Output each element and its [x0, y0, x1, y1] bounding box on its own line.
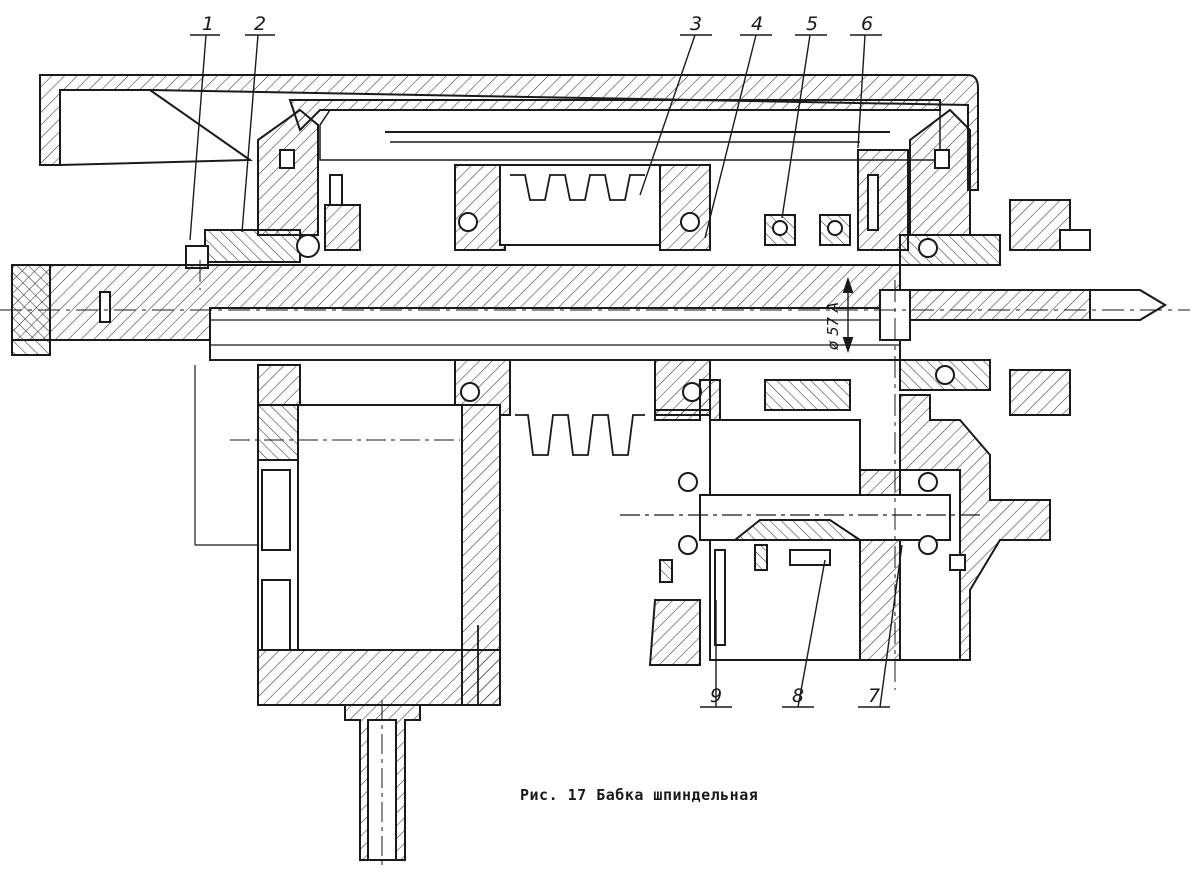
diameter-dimension: [842, 276, 854, 354]
left-bearing-support: [185, 108, 361, 269]
callout-4: 4: [751, 13, 763, 35]
callout-2: 2: [254, 13, 266, 35]
middle-bearings: [764, 149, 909, 411]
main-spindle: [11, 264, 1167, 361]
callout-7: 7: [868, 685, 880, 707]
callout-6: 6: [861, 13, 873, 35]
lower-right-gearbox: [620, 379, 1051, 666]
lower-left-housing: [194, 364, 501, 706]
figure-caption: Рис. 17 Бабка шпиндельная: [520, 786, 759, 804]
center-lines: [0, 260, 1190, 690]
callout-5: 5: [806, 13, 818, 35]
diameter-label: ø 57 A: [824, 302, 842, 351]
callout-1: 1: [202, 13, 214, 35]
right-bearing-support: [899, 108, 1091, 416]
hose-fitting: [344, 700, 421, 870]
callout-9: 9: [710, 685, 722, 707]
callout-3: 3: [690, 13, 702, 35]
callout-8: 8: [792, 685, 804, 707]
callout-leaders: [189, 34, 903, 708]
